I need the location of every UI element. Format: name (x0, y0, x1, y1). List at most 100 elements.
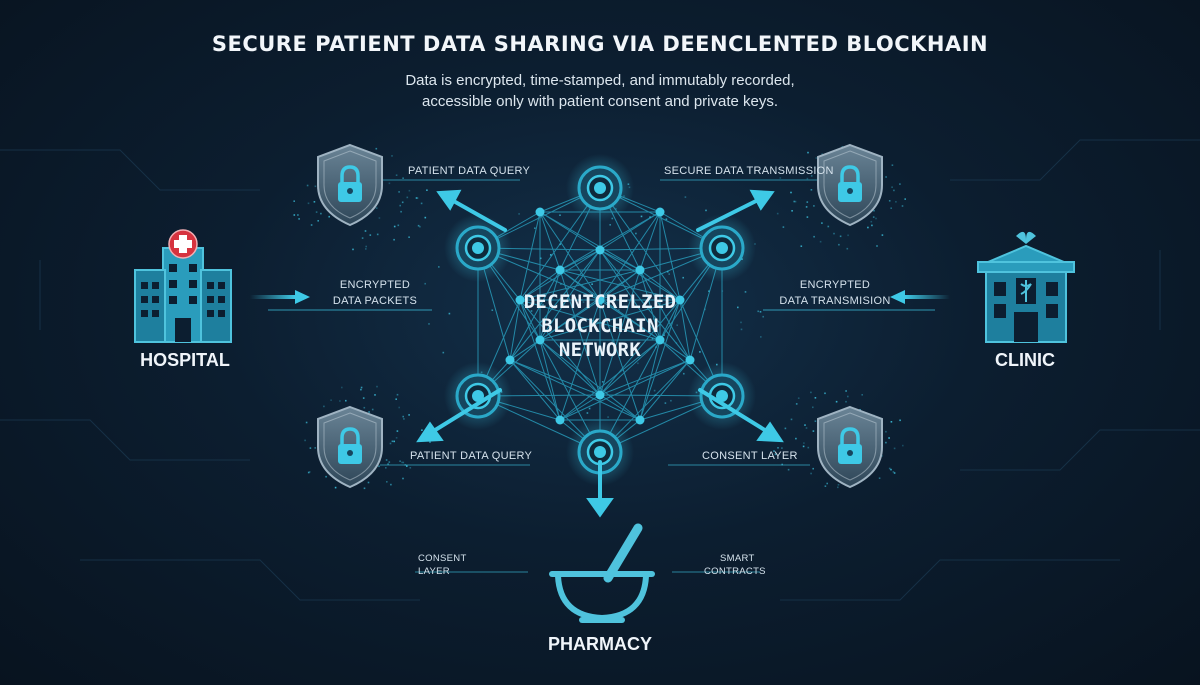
particle (518, 213, 520, 215)
particle (341, 386, 343, 389)
particle (363, 487, 366, 490)
particle (833, 232, 835, 235)
particle (888, 467, 891, 470)
lock-shackle (840, 427, 860, 445)
particle (396, 393, 399, 396)
node-dot (716, 390, 728, 402)
network-edge (519, 299, 661, 341)
network-edge (559, 269, 601, 301)
side-arrows (250, 290, 950, 311)
flow-label-top-right: SECURE DATA TRANSMISSION (664, 165, 834, 177)
particle (361, 237, 364, 239)
particle (429, 441, 431, 443)
particle (408, 189, 411, 192)
particle (824, 392, 826, 395)
hospital-icon (134, 229, 232, 343)
flow-label-bottom-left: PATIENT DATA QUERY (410, 450, 533, 462)
network-edge (539, 211, 641, 271)
mortar-pestle-icon (549, 523, 655, 623)
particle (618, 282, 621, 285)
particle (904, 198, 906, 200)
network-label: DECENTCRELZED BLOCKCHAIN NETWORK (480, 290, 720, 362)
particle (814, 166, 816, 169)
particle (837, 486, 839, 489)
network-edge (539, 249, 601, 341)
particle (845, 390, 847, 392)
particle (406, 465, 408, 467)
particle (888, 200, 891, 202)
particle (424, 282, 426, 285)
particle (637, 362, 639, 365)
particle (334, 486, 337, 489)
network-edge (519, 299, 561, 421)
particle (815, 157, 818, 159)
network-edge (519, 249, 601, 301)
particle (428, 323, 430, 325)
small-node (595, 295, 605, 305)
particle (310, 224, 313, 226)
particle (893, 189, 895, 192)
network-edge (639, 359, 691, 421)
arrow-head-left-in (295, 290, 310, 304)
particle (683, 372, 685, 375)
particle (591, 283, 593, 285)
particle (365, 245, 367, 248)
flow-label-right-2: DATA TRANSMISION (779, 295, 891, 307)
subtitle-line-2: accessible only with patient consent and… (421, 93, 779, 110)
network-edge (599, 249, 681, 301)
particle (875, 217, 877, 220)
network-edge (599, 211, 661, 301)
network-edge (509, 249, 601, 361)
particle (891, 186, 893, 188)
network-label-line-1: DECENTCRELZED (523, 291, 677, 313)
particle (309, 447, 312, 449)
particle (306, 184, 309, 187)
network-edge (559, 249, 601, 271)
particle (378, 465, 380, 468)
network-edge (639, 269, 691, 361)
particle (408, 236, 410, 238)
particle (298, 218, 300, 220)
particle (388, 182, 391, 185)
network-edge (599, 394, 641, 421)
particle (803, 442, 805, 444)
network-edge (639, 299, 681, 421)
network-edge (539, 339, 641, 421)
particle (293, 200, 295, 202)
arrow-top-left (448, 197, 507, 232)
particle (891, 164, 894, 166)
particle (402, 415, 404, 418)
network-edge (679, 299, 691, 361)
network-edge (599, 299, 681, 396)
particle (438, 266, 440, 268)
small-node (555, 415, 565, 425)
arrow-head-right-in (890, 290, 905, 304)
particle (416, 197, 419, 199)
particle (812, 430, 815, 432)
particle (665, 218, 668, 220)
particle (307, 202, 310, 205)
particle (871, 224, 873, 227)
network-edge (509, 359, 641, 421)
small-node (555, 265, 565, 275)
small-node (535, 335, 545, 345)
lock-shackle (340, 427, 360, 445)
particle (872, 216, 875, 218)
particle (826, 482, 828, 485)
network-label-line-2: BLOCKCHAIN (541, 315, 659, 337)
particle (812, 467, 814, 470)
particle (890, 468, 892, 471)
particle (776, 212, 779, 215)
particle (810, 472, 812, 475)
particle (737, 306, 739, 309)
particle (364, 230, 367, 232)
particle (376, 233, 379, 236)
particle (810, 189, 813, 191)
particle (861, 394, 863, 396)
particle (417, 224, 420, 227)
network-edge (509, 269, 561, 361)
particle (885, 430, 887, 433)
particle (424, 216, 427, 219)
particle (534, 227, 536, 229)
